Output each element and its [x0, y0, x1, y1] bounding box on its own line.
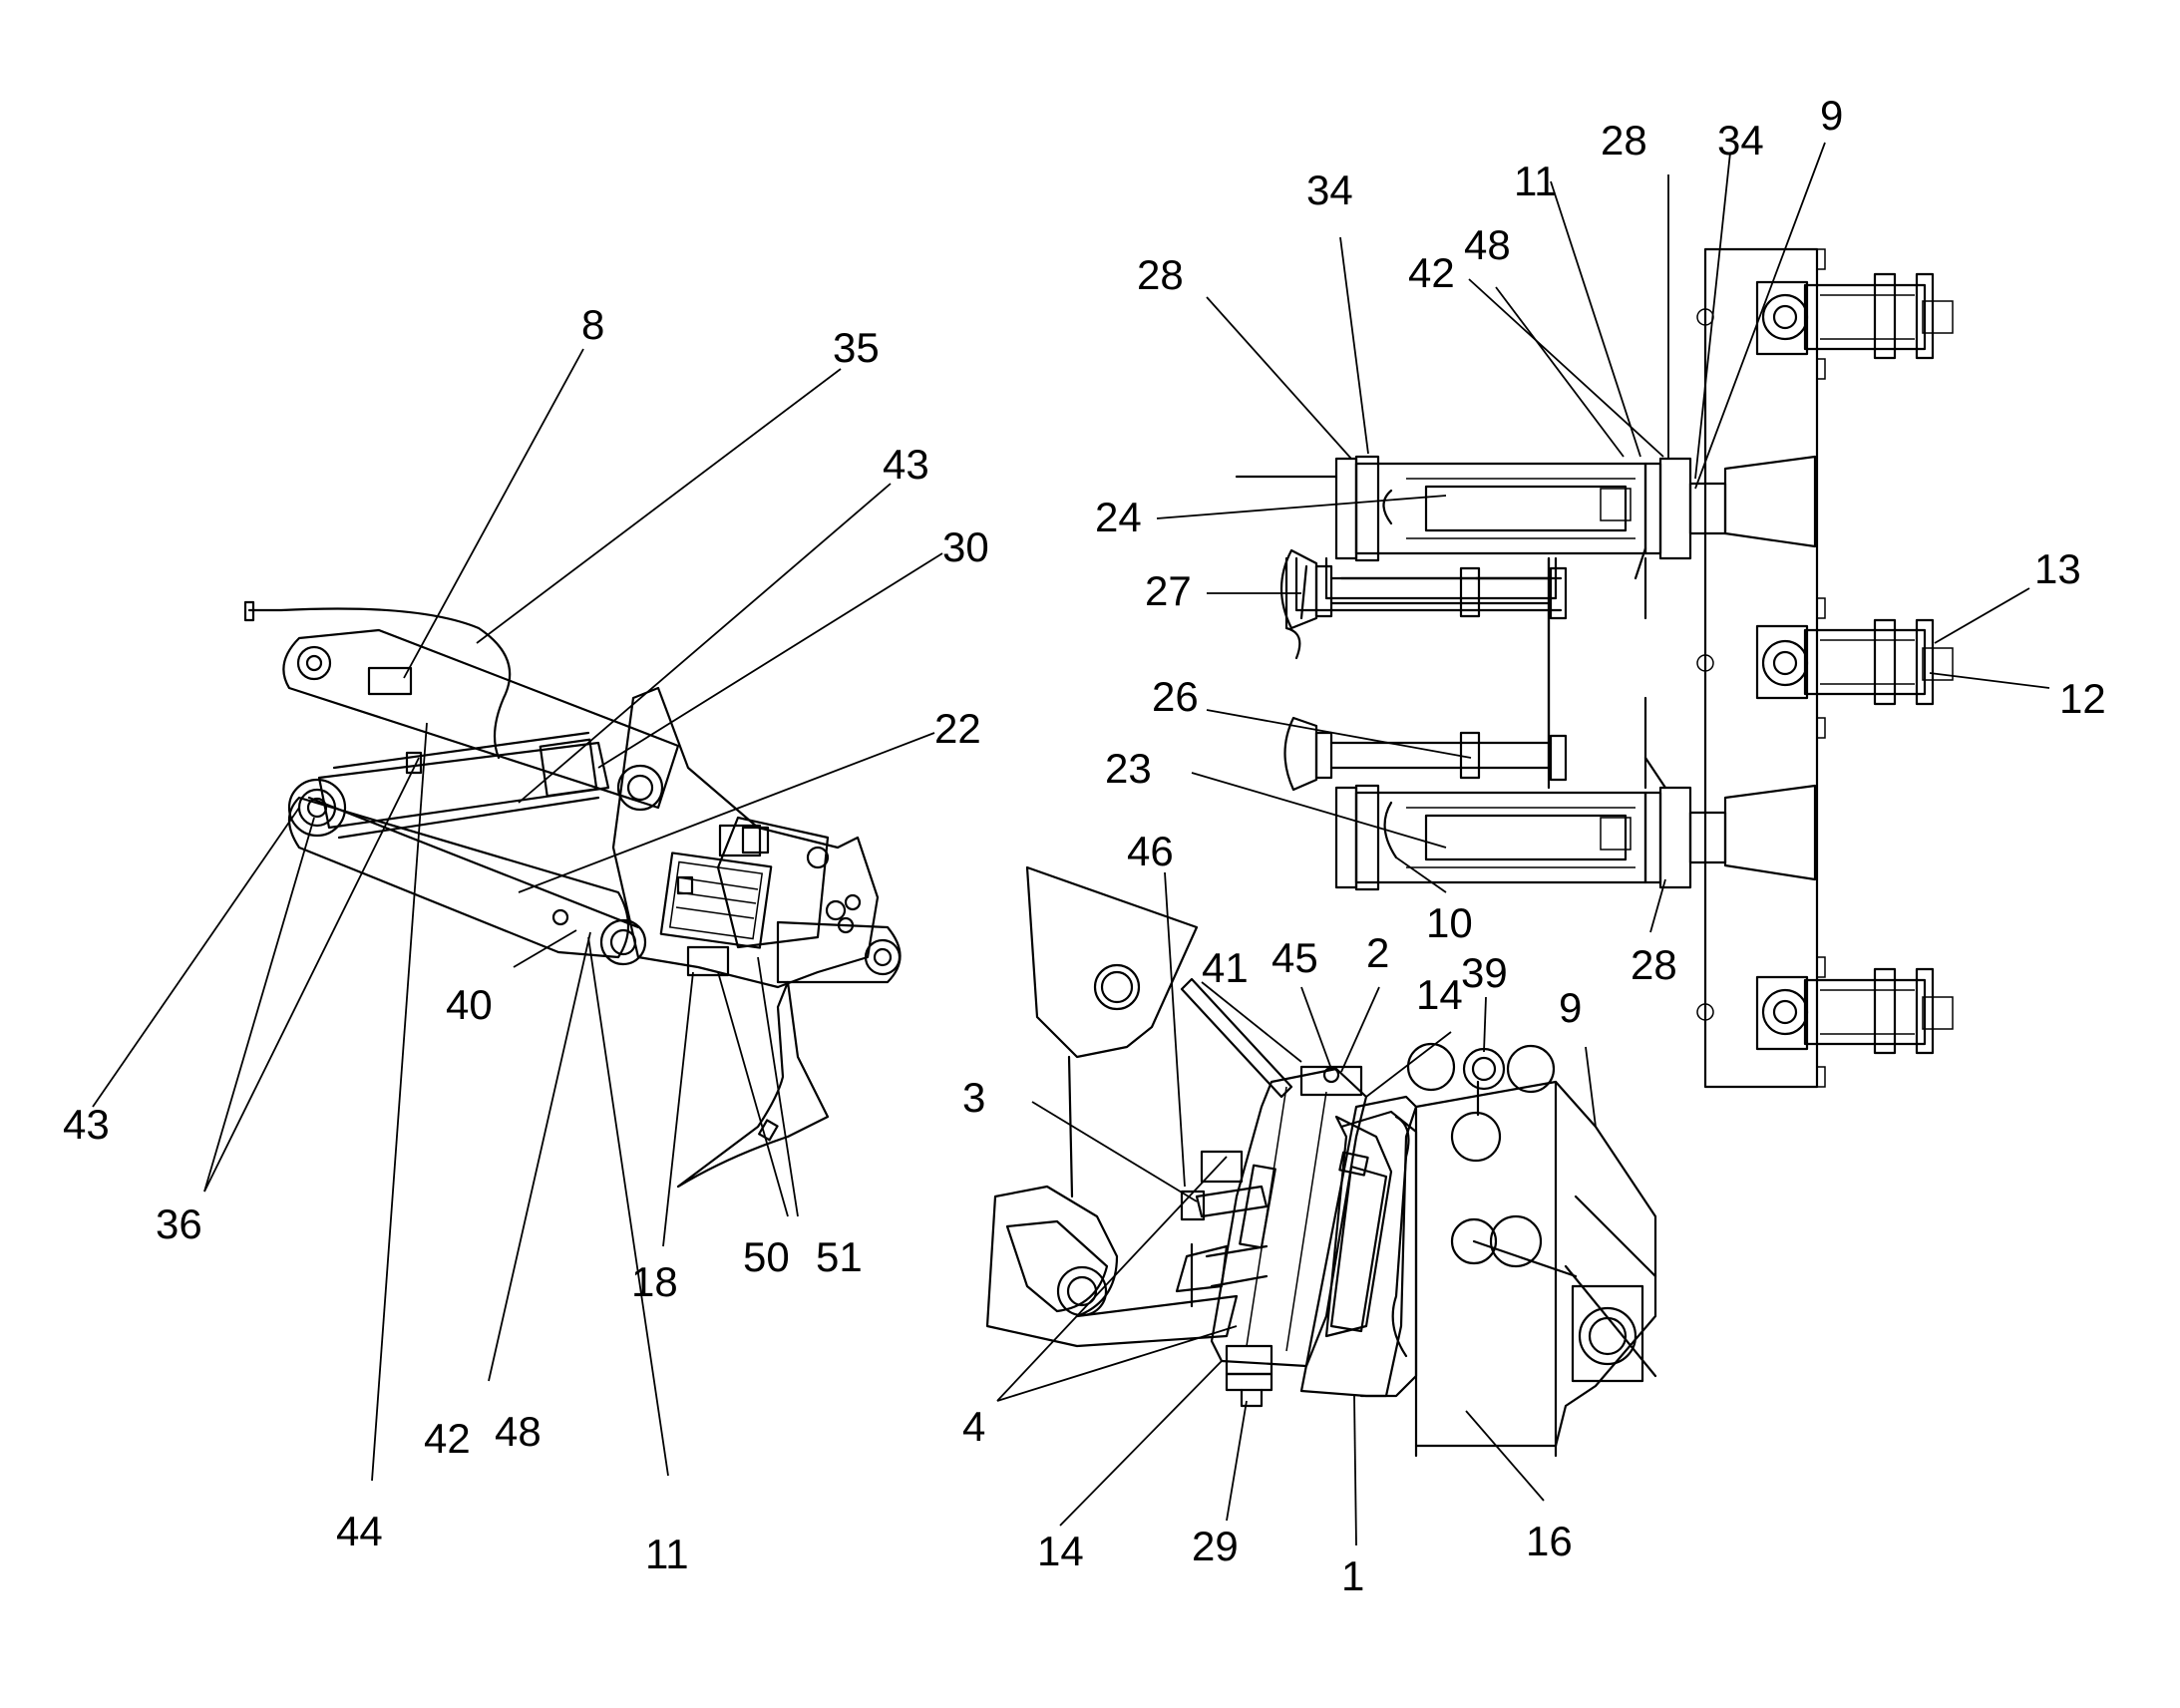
reference-labels: 8 35 43 30 22 43 36 44 42 48 11 40 18 50… [63, 92, 2106, 1599]
top-right-assembly [1156, 142, 2050, 1089]
label-18: 18 [631, 1258, 678, 1305]
label-51: 51 [816, 1233, 863, 1280]
label-12: 12 [2059, 675, 2106, 722]
label-43-upper: 43 [883, 441, 929, 488]
label-35: 35 [833, 324, 880, 371]
label-48-right: 48 [1464, 221, 1511, 268]
label-16: 16 [1526, 1518, 1573, 1564]
label-50: 50 [743, 1233, 790, 1280]
label-10: 10 [1426, 899, 1473, 946]
label-28-lower: 28 [1631, 941, 1677, 988]
label-34-right: 34 [1717, 117, 1764, 164]
left-assembly [92, 348, 943, 1482]
label-2: 2 [1366, 929, 1389, 976]
label-9-bottom: 9 [1559, 984, 1582, 1031]
label-34-left: 34 [1306, 167, 1353, 213]
label-42-left: 42 [424, 1415, 471, 1462]
label-14-lower: 14 [1037, 1528, 1084, 1574]
label-28-top: 28 [1137, 251, 1184, 298]
upper-cylinder [1235, 455, 1817, 770]
label-9-top: 9 [1820, 92, 1843, 139]
label-40: 40 [446, 981, 493, 1028]
label-30: 30 [942, 523, 989, 570]
label-48-left: 48 [495, 1408, 542, 1455]
label-42-right: 42 [1408, 249, 1455, 296]
label-14-upper: 14 [1416, 971, 1463, 1018]
label-45: 45 [1272, 934, 1318, 981]
label-13: 13 [2034, 545, 2081, 592]
label-1: 1 [1341, 1552, 1364, 1599]
label-4: 4 [962, 1403, 985, 1450]
label-46: 46 [1127, 828, 1174, 874]
label-44: 44 [336, 1508, 383, 1554]
label-28-upper-right: 28 [1601, 117, 1647, 164]
hitch-mid [1755, 618, 1954, 706]
label-27: 27 [1145, 567, 1192, 614]
label-41: 41 [1202, 944, 1249, 991]
label-24: 24 [1095, 494, 1142, 540]
label-29: 29 [1192, 1523, 1239, 1569]
label-11-right: 11 [1514, 158, 1558, 204]
label-11-left: 11 [645, 1531, 689, 1577]
label-8: 8 [581, 301, 604, 348]
lower-cylinder [1283, 546, 1817, 891]
hitch-bottom [1755, 967, 1954, 1055]
label-23: 23 [1105, 745, 1152, 792]
hitch-top [1755, 272, 1954, 360]
label-26: 26 [1152, 673, 1199, 720]
label-43-lower: 43 [63, 1101, 110, 1148]
label-22: 22 [934, 705, 981, 752]
label-3: 3 [962, 1074, 985, 1121]
label-39: 39 [1461, 949, 1508, 996]
bottom-right-assembly [985, 865, 1657, 1546]
label-36: 36 [156, 1200, 202, 1247]
